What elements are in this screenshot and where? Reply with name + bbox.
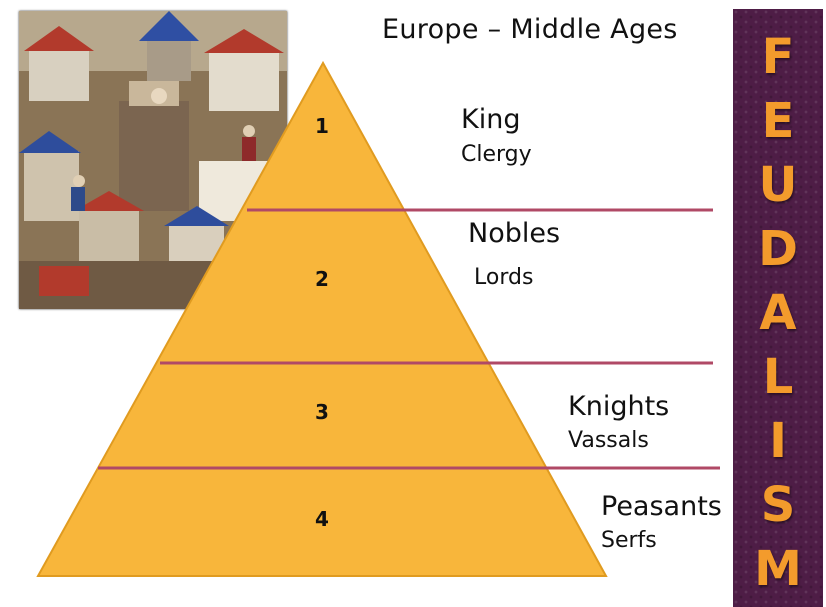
slide-title: Europe – Middle Ages	[382, 14, 678, 45]
banner-letter-e: E	[761, 93, 795, 149]
pyramid-shape	[36, 60, 608, 577]
banner-letter-s: S	[760, 477, 796, 533]
banner-letter-a: A	[759, 285, 797, 341]
level-4-number: 4	[315, 507, 329, 531]
level-4-sub: Serfs	[601, 528, 657, 553]
level-1-name: King	[461, 104, 521, 135]
level-1-number: 1	[315, 114, 329, 138]
level-4-name: Peasants	[601, 491, 722, 522]
banner-letter-l: L	[762, 349, 794, 405]
level-3-number: 3	[315, 400, 329, 424]
medieval-town-painting	[19, 11, 287, 309]
level-2-name: Nobles	[468, 218, 561, 249]
banner-letter-u: U	[758, 157, 798, 213]
level-2-number: 2	[315, 267, 329, 291]
level-3-name: Knights	[568, 391, 670, 422]
level-2-sub: Lords	[474, 265, 534, 290]
banner-letter-m: M	[754, 541, 802, 597]
banner-letter-f: F	[761, 29, 795, 85]
feudalism-banner: F E U D A L I S M	[733, 9, 823, 607]
banner-letter-i: I	[769, 413, 787, 469]
level-1-sub: Clergy	[461, 142, 532, 167]
banner-letter-d: D	[758, 221, 798, 277]
level-3-sub: Vassals	[568, 428, 649, 453]
